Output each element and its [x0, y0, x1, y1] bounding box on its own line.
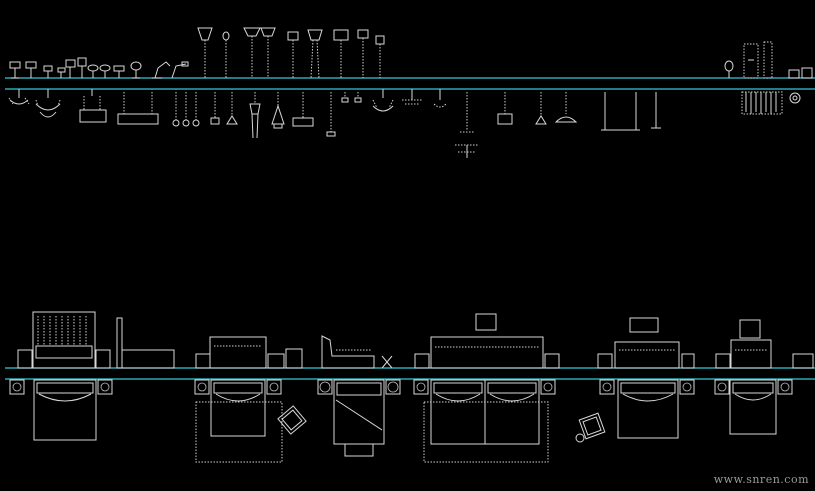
chandelier-4	[372, 89, 394, 112]
floor-lamp-2	[222, 31, 230, 78]
bed-elevation-2	[195, 336, 303, 369]
bedroom-plans-row	[9, 379, 793, 463]
chandelier-1	[8, 89, 30, 105]
desk-lamp	[152, 61, 171, 79]
floor-lamp-4	[260, 27, 276, 78]
table-lamp-8	[99, 64, 111, 78]
canopy-bed-elevation	[17, 311, 111, 369]
pendant-6	[554, 92, 578, 123]
bed-elevation-5	[715, 319, 814, 369]
table-lamp-1	[9, 61, 21, 79]
table-lamp-right	[724, 60, 734, 78]
table-lamp-6	[77, 57, 87, 78]
bed-plan-4	[413, 379, 556, 463]
daybed-elevation	[321, 335, 393, 369]
pendant-1	[210, 92, 220, 125]
bedroom-elevations-row	[17, 311, 814, 369]
floor-lamp-9	[375, 35, 385, 78]
pendant-cluster	[172, 92, 200, 127]
rod-pendant	[651, 92, 661, 129]
floor-lamp-7	[333, 29, 349, 78]
bed-plan-2	[194, 379, 307, 463]
ceiling-medallion	[789, 92, 801, 104]
small-side-objects	[788, 67, 813, 79]
chandelier-5	[402, 89, 422, 105]
arc-lamp	[171, 61, 189, 79]
long-linear-pendant	[601, 92, 640, 131]
bed-plan-1	[9, 379, 113, 441]
sofa-elevation-1	[116, 317, 175, 369]
tall-pendant-1	[249, 92, 261, 139]
table-lamp-7	[87, 64, 99, 78]
pendant-3	[292, 92, 314, 127]
tall-pendant-2	[271, 92, 285, 129]
table-lamp-3	[43, 65, 53, 78]
tiered-chandelier	[455, 92, 479, 158]
floor-lamp-5	[287, 31, 299, 78]
pendant-5	[535, 92, 547, 125]
side-table-plan	[575, 433, 585, 443]
bed-elevation-4	[597, 317, 695, 369]
pendant-2	[226, 92, 238, 125]
table-lamp-9	[113, 65, 125, 78]
pendant-4	[497, 92, 513, 125]
floor-lamp-3	[243, 27, 261, 78]
long-pendant-1	[326, 92, 336, 137]
armchair-plan-1	[277, 405, 307, 435]
lamp-elevations-row	[9, 27, 813, 79]
bed-plan-5	[575, 379, 695, 443]
chandelier-6	[433, 89, 447, 108]
linear-pendant	[117, 92, 159, 125]
crystal-curtain-chandelier	[741, 91, 783, 115]
mini-pendants	[341, 92, 362, 103]
room-divider-screen	[743, 41, 773, 79]
table-lamp-5	[65, 59, 76, 78]
armchair-plan-2	[578, 412, 606, 440]
table-lamp-2	[25, 61, 37, 78]
table-lamp-4	[57, 67, 66, 78]
floor-lamp-8	[357, 29, 369, 78]
watermark: www.snren.com	[713, 473, 809, 486]
bed-elevation-3	[414, 313, 560, 369]
chandelier-2	[35, 89, 61, 118]
chandelier-elevations-row	[8, 89, 801, 158]
floor-lamp-1	[197, 27, 213, 78]
table-lamp-10	[130, 61, 142, 79]
bed-plan-6	[714, 379, 793, 435]
bed-plan-3	[317, 379, 401, 457]
floor-lamp-6	[307, 29, 323, 79]
reference-lines	[5, 77, 815, 380]
chandelier-3	[79, 89, 107, 123]
